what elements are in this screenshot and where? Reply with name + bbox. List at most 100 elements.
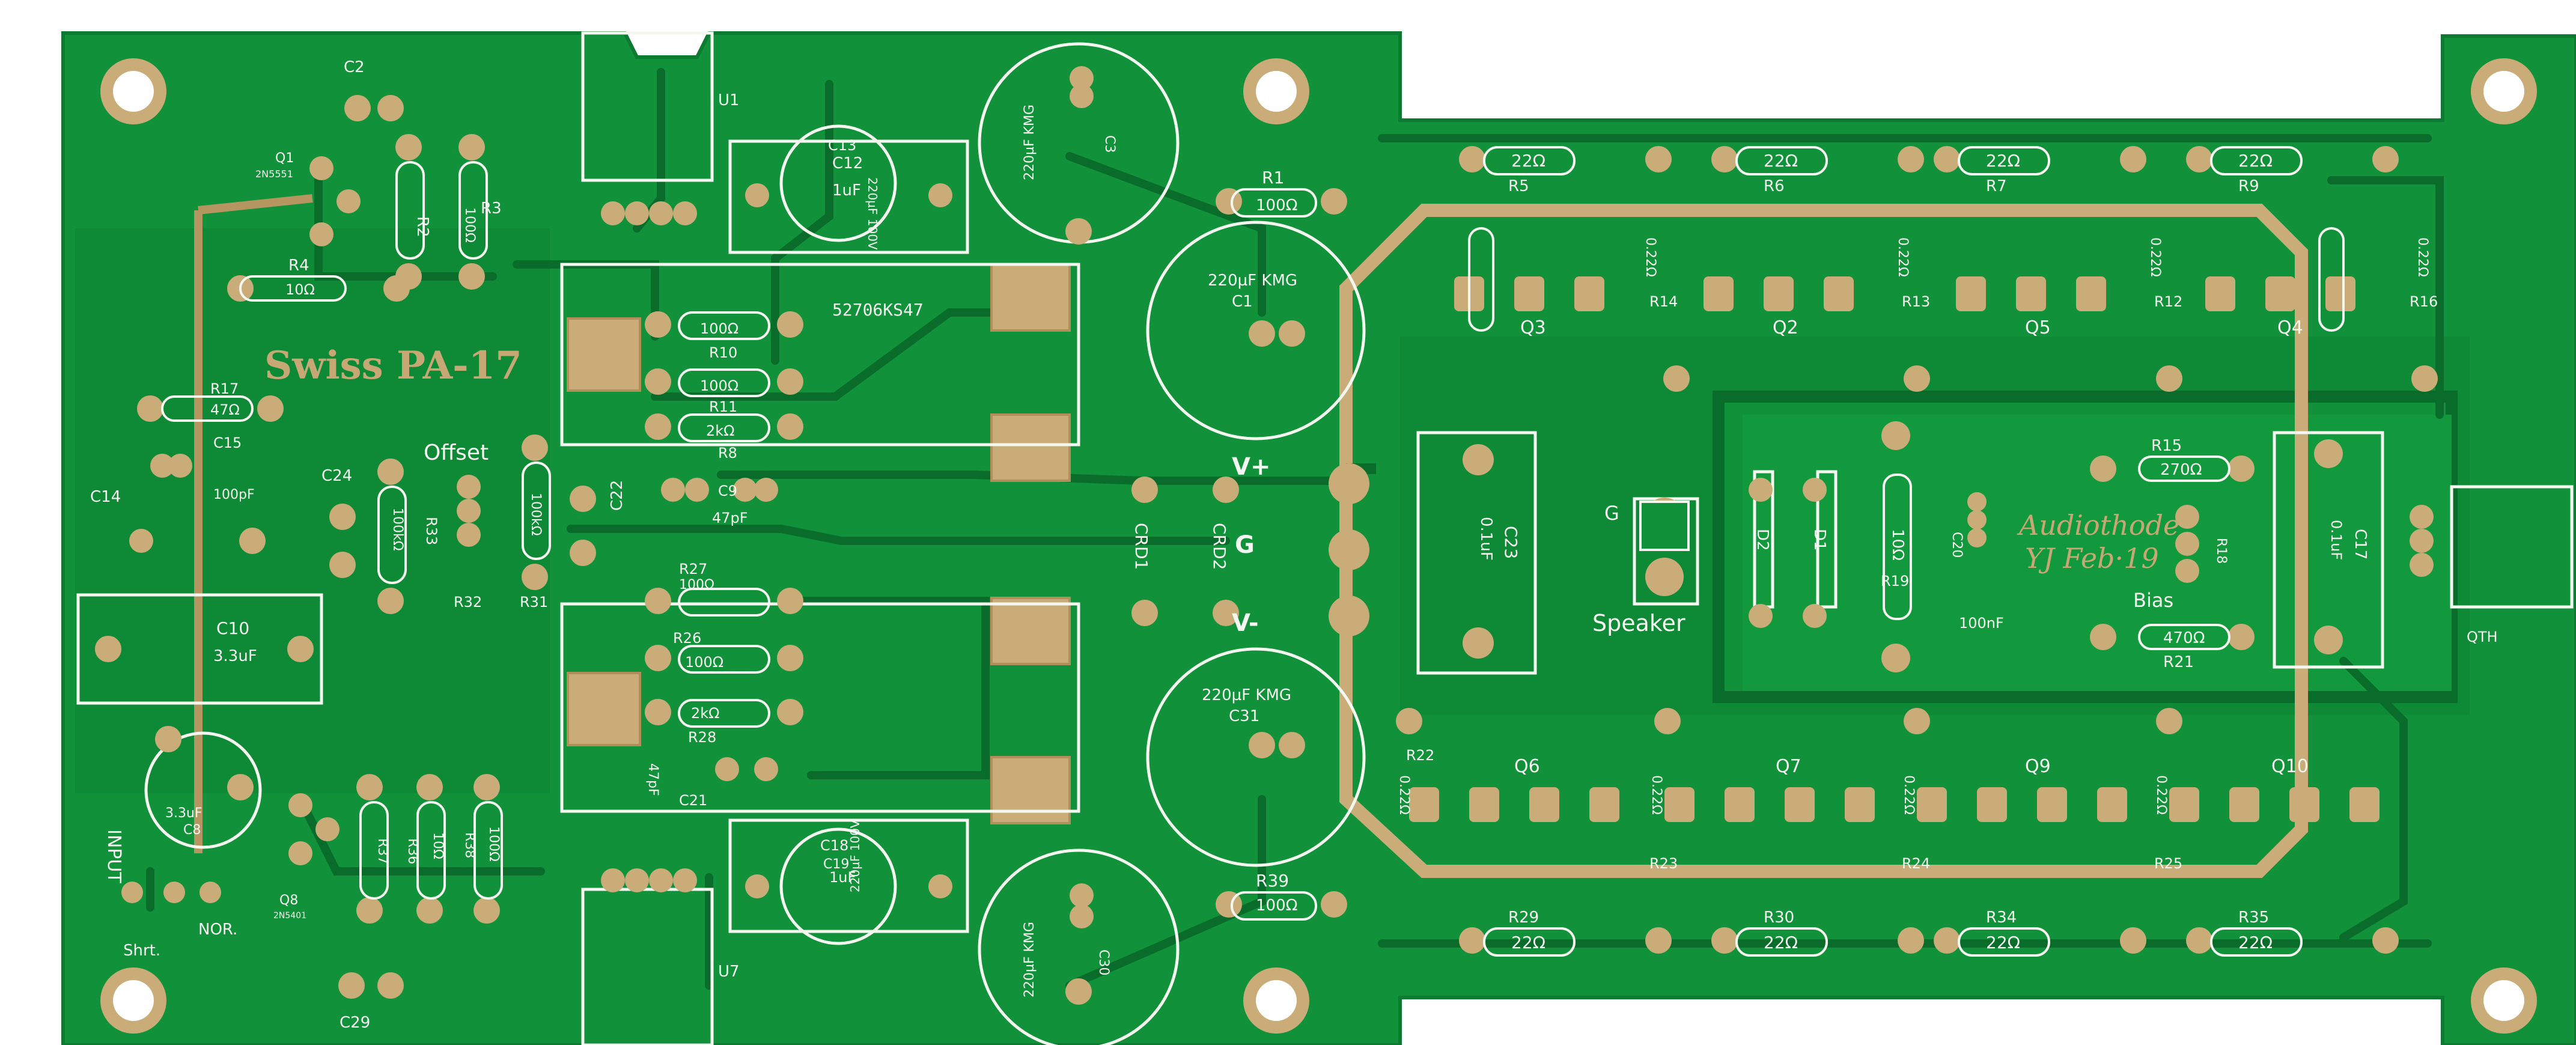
- svg-text:Q7: Q7: [1776, 756, 1801, 777]
- svg-text:C12: C12: [832, 154, 863, 172]
- svg-text:0.22Ω: 0.22Ω: [1895, 237, 1910, 277]
- svg-text:Q8: Q8: [279, 893, 298, 908]
- svg-text:220µF 100V: 220µF 100V: [865, 177, 880, 250]
- label-shrt: Shrt.: [123, 942, 160, 960]
- svg-text:R26: R26: [673, 630, 701, 647]
- svg-text:R17: R17: [210, 380, 239, 397]
- svg-text:C2: C2: [344, 58, 365, 76]
- svg-text:R5: R5: [1508, 177, 1529, 195]
- svg-text:Q9: Q9: [2025, 756, 2051, 777]
- svg-text:10Ω: 10Ω: [430, 832, 445, 859]
- label-u7: U7: [718, 963, 740, 981]
- transistor-pads: [1409, 276, 2380, 822]
- svg-text:R36: R36: [405, 838, 420, 864]
- svg-text:220µF KMG: 220µF KMG: [1208, 272, 1297, 290]
- label-u1: U1: [718, 91, 740, 109]
- svg-text:Q5: Q5: [2025, 317, 2051, 338]
- svg-text:R22: R22: [1406, 747, 1434, 764]
- label-input: INPUT: [103, 829, 124, 883]
- svg-text:R27: R27: [679, 561, 707, 577]
- svg-text:C13: C13: [828, 137, 856, 154]
- svg-text:0.1uF: 0.1uF: [1477, 517, 1495, 561]
- svg-text:Q10: Q10: [2271, 756, 2309, 777]
- svg-text:R2: R2: [413, 216, 431, 237]
- svg-text:R31: R31: [520, 594, 548, 611]
- svg-text:0.22Ω: 0.22Ω: [1643, 237, 1658, 277]
- svg-text:Q1: Q1: [275, 151, 294, 166]
- svg-text:C30: C30: [1096, 949, 1111, 975]
- svg-text:C8: C8: [183, 823, 201, 838]
- svg-text:CRD2: CRD2: [1210, 523, 1229, 570]
- label-nor: NOR.: [198, 921, 237, 939]
- svg-text:R8: R8: [718, 445, 737, 462]
- svg-text:0.22Ω: 0.22Ω: [1649, 775, 1664, 815]
- svg-text:R4: R4: [288, 257, 309, 275]
- svg-text:Q4: Q4: [2277, 317, 2303, 338]
- svg-text:Q3: Q3: [1520, 317, 1546, 338]
- svg-text:C17: C17: [2351, 529, 2369, 559]
- svg-text:220µF KMG: 220µF KMG: [1202, 686, 1291, 704]
- svg-text:100Ω: 100Ω: [1256, 897, 1298, 915]
- svg-text:100Ω: 100Ω: [700, 377, 738, 394]
- svg-text:2N5551: 2N5551: [255, 168, 293, 180]
- svg-text:C1: C1: [1232, 293, 1253, 311]
- svg-text:R28: R28: [688, 729, 716, 746]
- label-g-speaker: G: [1604, 502, 1619, 525]
- svg-text:R21: R21: [2163, 653, 2194, 671]
- pads: [95, 66, 2438, 1005]
- svg-text:C23: C23: [1501, 526, 1521, 559]
- label-vminus: V-: [1232, 609, 1259, 637]
- svg-text:100kΩ: 100kΩ: [390, 508, 405, 551]
- svg-text:C20: C20: [1949, 532, 1964, 558]
- silkscreen-labels: U1 U7 Offset Speaker Bias INPUT Shrt. NO…: [103, 91, 2498, 981]
- svg-text:R3: R3: [481, 200, 502, 218]
- svg-text:R16: R16: [2410, 293, 2438, 310]
- svg-text:270Ω: 270Ω: [2160, 461, 2202, 479]
- label-vplus: V+: [1232, 453, 1270, 481]
- svg-text:22Ω: 22Ω: [2238, 151, 2273, 171]
- svg-text:22Ω: 22Ω: [1764, 933, 1798, 952]
- svg-text:0.22Ω: 0.22Ω: [1396, 775, 1411, 815]
- svg-text:22Ω: 22Ω: [1986, 151, 2020, 171]
- svg-text:100Ω: 100Ω: [685, 654, 723, 671]
- svg-text:Q2: Q2: [1773, 317, 1798, 338]
- svg-text:R9: R9: [2238, 177, 2259, 195]
- svg-text:R32: R32: [454, 594, 482, 611]
- board-title: Swiss PA-17: [264, 343, 522, 388]
- svg-text:R25: R25: [2154, 855, 2182, 872]
- svg-text:0.22Ω: 0.22Ω: [2154, 775, 2169, 815]
- svg-text:R10: R10: [709, 344, 737, 361]
- svg-text:C29: C29: [340, 1014, 370, 1032]
- svg-text:100Ω: 100Ω: [1256, 197, 1298, 215]
- label-offset: Offset: [424, 440, 489, 465]
- svg-text:100kΩ: 100kΩ: [528, 493, 543, 536]
- svg-text:R33: R33: [423, 517, 440, 545]
- svg-text:100Ω: 100Ω: [679, 577, 714, 593]
- svg-text:0.22Ω: 0.22Ω: [2415, 237, 2430, 277]
- input-copper-trace: [198, 194, 313, 215]
- svg-text:C24: C24: [321, 467, 352, 485]
- svg-text:0.1uF: 0.1uF: [2328, 520, 2345, 560]
- svg-text:470Ω: 470Ω: [2163, 629, 2205, 647]
- svg-text:100Ω: 100Ω: [462, 207, 477, 243]
- svg-text:0.22Ω: 0.22Ω: [1901, 775, 1916, 815]
- resistor-outlines: [161, 146, 2345, 957]
- svg-text:10Ω: 10Ω: [1889, 529, 1907, 561]
- svg-text:R37: R37: [375, 838, 390, 864]
- svg-text:220µF KMG: 220µF KMG: [1022, 105, 1037, 180]
- svg-text:C22: C22: [608, 480, 626, 511]
- svg-text:R24: R24: [1902, 855, 1930, 872]
- svg-text:R7: R7: [1986, 177, 2007, 195]
- svg-text:100nF: 100nF: [1959, 615, 2004, 632]
- svg-text:R13: R13: [1902, 293, 1930, 310]
- svg-text:R11: R11: [709, 398, 737, 415]
- svg-text:22Ω: 22Ω: [1511, 933, 1545, 952]
- board-logo: Audiothode: [2017, 509, 2179, 541]
- svg-text:47Ω: 47Ω: [210, 401, 240, 418]
- svg-text:R35: R35: [2238, 909, 2269, 927]
- svg-text:R23: R23: [1649, 855, 1678, 872]
- svg-text:R18: R18: [2214, 538, 2229, 564]
- label-qth: QTH: [2467, 629, 2498, 645]
- svg-text:R6: R6: [1764, 177, 1785, 195]
